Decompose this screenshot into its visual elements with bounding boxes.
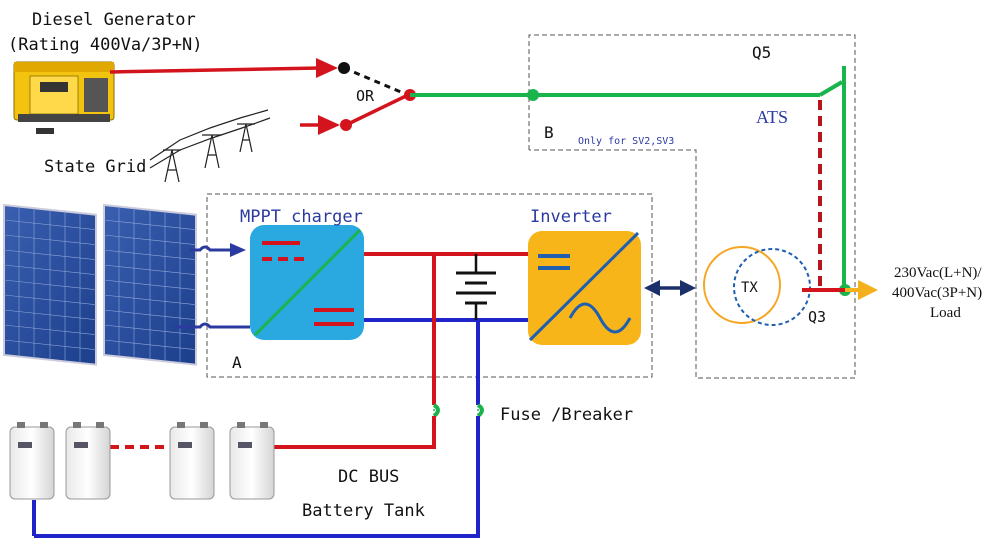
a-label: A: [232, 353, 242, 372]
battery-cell-icon: [229, 422, 275, 500]
diesel-generator-icon: [13, 61, 115, 134]
dc-bus-label: DC BUS: [338, 467, 399, 487]
load-label-line1: 230Vac(L+N)/: [894, 265, 982, 281]
ac-bus-green: [410, 66, 851, 296]
dc-dc-converter-icon: [250, 225, 364, 340]
fuse-breaker-label: Fuse /Breaker: [500, 405, 633, 425]
mppt-charger-label: MPPT charger: [240, 207, 363, 227]
q3-label: Q3: [808, 308, 826, 326]
load-label-line3: Load: [930, 305, 961, 321]
battery-tank-label: Battery Tank: [302, 501, 425, 521]
transformer-icon: [703, 246, 811, 326]
generator-rating: (Rating 400Va/3P+N): [8, 35, 202, 55]
b-note: Only for SV2,SV3: [578, 136, 674, 147]
battery-symbol-icon: [456, 254, 496, 320]
power-tower-icon: [149, 109, 271, 183]
battery-cell-icon: [9, 422, 55, 500]
q5-label: Q5: [752, 43, 771, 62]
inverter-icon: [528, 231, 641, 345]
or-label: OR: [356, 87, 375, 105]
generator-title: Diesel Generator: [32, 10, 196, 30]
fuse-icon: [433, 409, 479, 411]
battery-cell-icon: [65, 422, 111, 500]
generator-feed-wires: [109, 58, 416, 135]
load-output: [802, 280, 878, 300]
text-labels: Diesel Generator (Rating 400Va/3P+N) OR …: [8, 10, 982, 521]
load-label-line2: 400Vac(3P+N): [892, 285, 982, 301]
pv-input-wires: [175, 243, 250, 329]
ats-label: ATS: [756, 107, 788, 127]
inverter-label: Inverter: [530, 207, 612, 227]
solar-panel-icon: [3, 203, 197, 366]
tx-label: TX: [741, 280, 758, 296]
battery-bank: [9, 422, 275, 500]
b-label: B: [544, 123, 554, 142]
inverter-tx-link: [644, 280, 696, 296]
enclosure-b-q5: [528, 34, 856, 379]
state-grid-label: State Grid: [44, 157, 146, 177]
battery-cell-icon: [169, 422, 215, 500]
